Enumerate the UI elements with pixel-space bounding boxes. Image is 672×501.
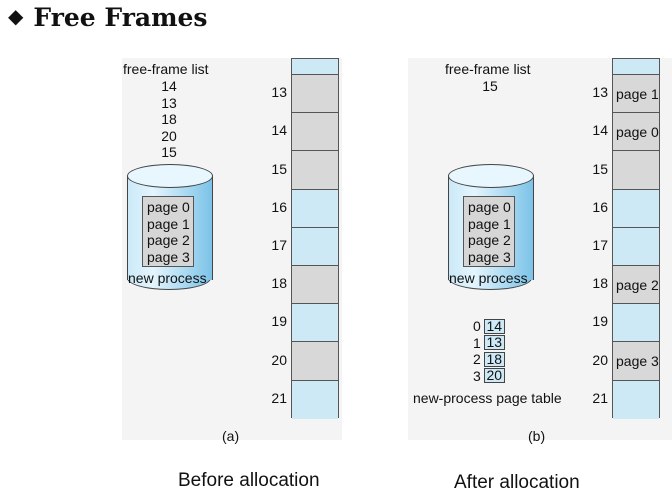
frame-number: 18 (271, 275, 287, 292)
frame-number: 19 (271, 313, 287, 330)
after-process-pages: page 0 page 1 page 2 page 3 (463, 196, 515, 267)
memory-frame (292, 304, 338, 343)
memory-frame (292, 75, 338, 114)
memory-frame (292, 266, 338, 305)
frame-number: 20 (271, 351, 287, 368)
page-table-frame: 14 (483, 318, 505, 334)
frame-number: 15 (271, 160, 287, 177)
memory-frame (292, 189, 338, 228)
before-process-pages: page 0 page 1 page 2 page 3 (142, 196, 194, 267)
frame-number: 15 (592, 160, 608, 177)
frame-number: 21 (271, 389, 287, 406)
frame-number: 18 (592, 275, 608, 292)
frame-number: 14 (592, 122, 608, 139)
before-memory-frames (291, 58, 339, 419)
before-caption: Before allocation (178, 470, 320, 491)
page-table-index: 1 (473, 334, 481, 351)
frame-number: 13 (271, 84, 287, 101)
memory-frame (292, 59, 338, 75)
frame-number: 17 (271, 236, 287, 253)
frame-page-label: page 3 (616, 352, 659, 369)
page-label: page 1 (147, 215, 190, 232)
free-frame-entry: 15 (482, 78, 498, 94)
page-label: page 2 (468, 232, 511, 248)
memory-frame: page 0 (613, 113, 659, 152)
frame-number: 16 (271, 198, 287, 215)
page-table-frame: 20 (483, 368, 505, 383)
frame-number: 17 (592, 236, 608, 253)
page-label: page 1 (468, 215, 511, 232)
slide-title: ◆ Free Frames (8, 0, 208, 34)
after-caption: After allocation (454, 472, 580, 493)
memory-frame (292, 380, 338, 419)
memory-frame: page 3 (613, 342, 659, 381)
free-frame-entry: 20 (161, 127, 177, 144)
before-free-list-label: free-frame list (123, 61, 209, 77)
frame-number: 13 (592, 84, 608, 101)
title-text: Free Frames (33, 2, 208, 32)
memory-frame (613, 151, 659, 190)
diamond-bullet-icon: ◆ (8, 6, 24, 28)
frame-number: 14 (271, 122, 287, 139)
page-label: page 3 (147, 248, 190, 265)
memory-frame (613, 227, 659, 266)
before-sub-label: (a) (222, 428, 240, 444)
page-label: page 0 (147, 199, 190, 215)
memory-frame (292, 342, 338, 381)
free-frame-entry: 18 (161, 111, 177, 127)
frame-page-label: page 0 (616, 123, 659, 140)
after-page-table-label: new-process page table (413, 390, 562, 406)
page-table-index: 0 (473, 318, 481, 334)
free-frame-entry: 14 (161, 78, 177, 94)
frame-number: 21 (592, 389, 608, 406)
memory-frame (613, 189, 659, 228)
after-free-list-label: free-frame list (445, 61, 531, 77)
frame-number: 19 (592, 313, 608, 330)
after-process-label: new process (449, 270, 528, 286)
memory-frame (613, 59, 659, 75)
free-frame-entry: 15 (161, 144, 177, 160)
frame-page-label: page 2 (616, 276, 659, 293)
memory-frame (292, 227, 338, 266)
memory-frame: page 1 (613, 75, 659, 114)
frame-number: 20 (592, 351, 608, 368)
page-table-frame: 18 (483, 351, 505, 367)
memory-frame: page 2 (613, 266, 659, 305)
memory-frame (292, 113, 338, 152)
page-table-index: 2 (473, 351, 481, 367)
page-table-index: 3 (473, 367, 481, 384)
page-table-frame: 13 (483, 335, 505, 350)
memory-frame (613, 304, 659, 343)
page-label: page 0 (468, 199, 511, 215)
free-frame-entry: 13 (161, 94, 177, 111)
memory-frame (613, 380, 659, 419)
before-process-label: new process (128, 270, 207, 286)
page-label: page 2 (147, 232, 190, 248)
after-memory-frames: page 1 page 0 page 2 page 3 (612, 58, 660, 419)
after-sub-label: (b) (528, 428, 546, 444)
page-label: page 3 (468, 248, 511, 265)
frame-number: 16 (592, 198, 608, 215)
frame-page-label: page 1 (616, 85, 659, 102)
memory-frame (292, 151, 338, 190)
